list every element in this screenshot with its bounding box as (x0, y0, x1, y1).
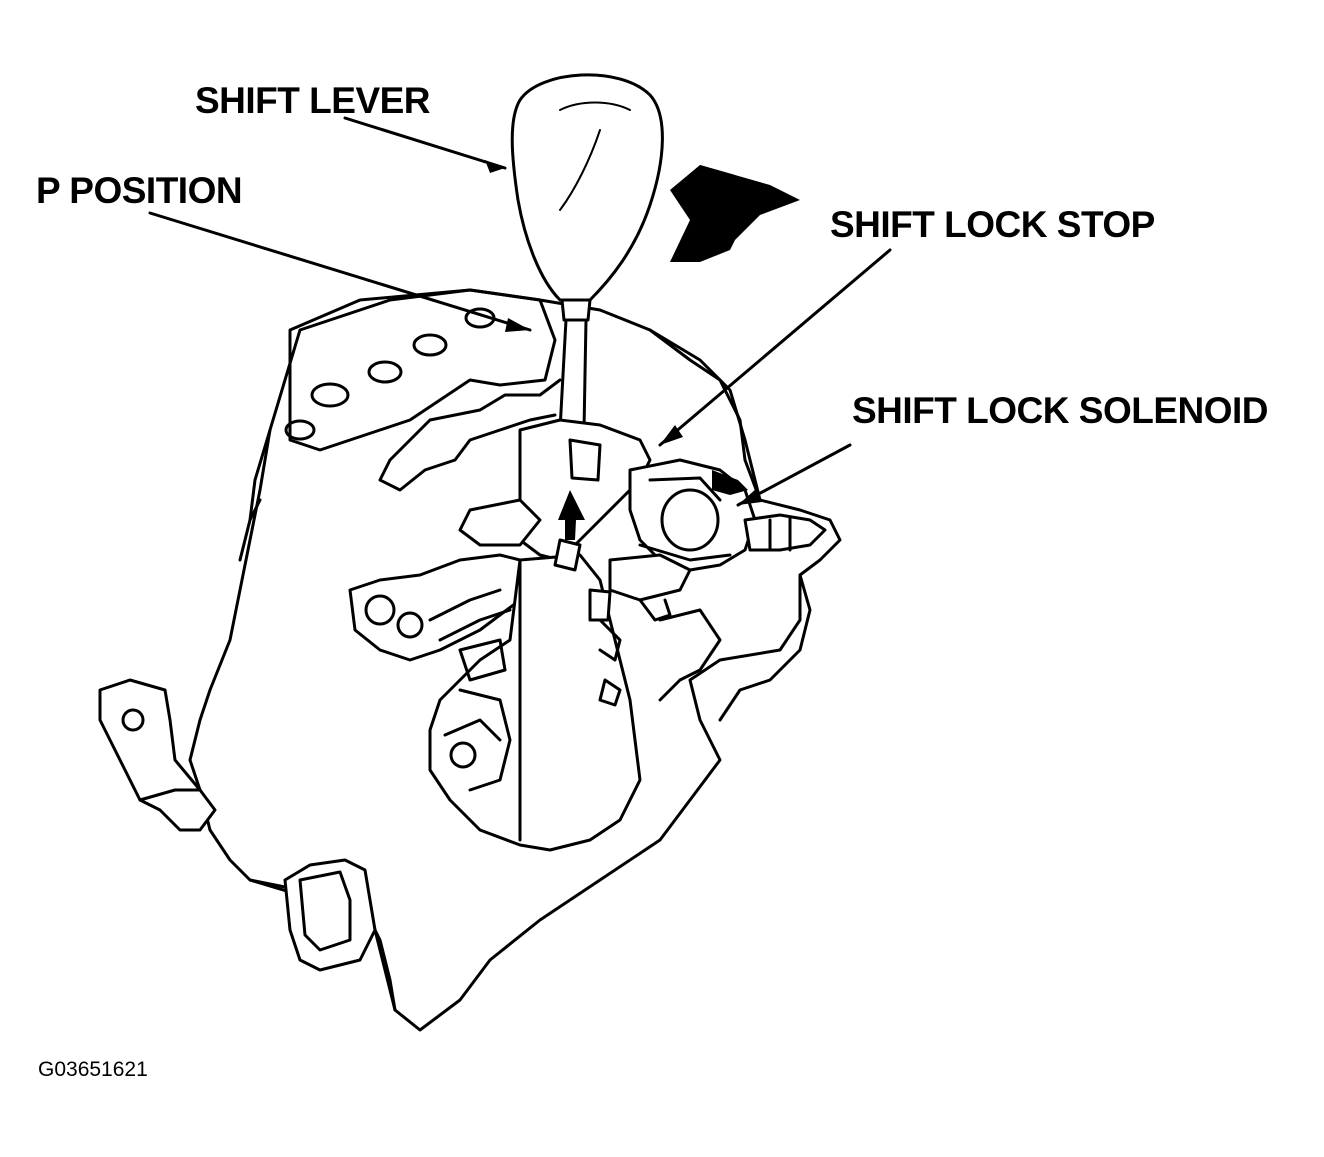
shift-direction-arrow-icon (670, 165, 800, 262)
shifter-mechanism (348, 418, 827, 852)
shift-lock-stop-label: SHIFT LOCK STOP (830, 204, 1155, 245)
shift-lever-knob (510, 73, 664, 432)
shift-lever-label: SHIFT LEVER (195, 80, 431, 121)
shift-lock-solenoid-label: SHIFT LOCK SOLENOID (852, 390, 1269, 431)
p-position-label: P POSITION (36, 170, 243, 211)
solenoid-arrow-icon (712, 470, 748, 495)
leader-lines (148, 116, 892, 507)
figure-id: G03651621 (38, 1058, 148, 1081)
stop-up-arrow-icon (558, 490, 585, 540)
console-housing (98, 288, 842, 1032)
